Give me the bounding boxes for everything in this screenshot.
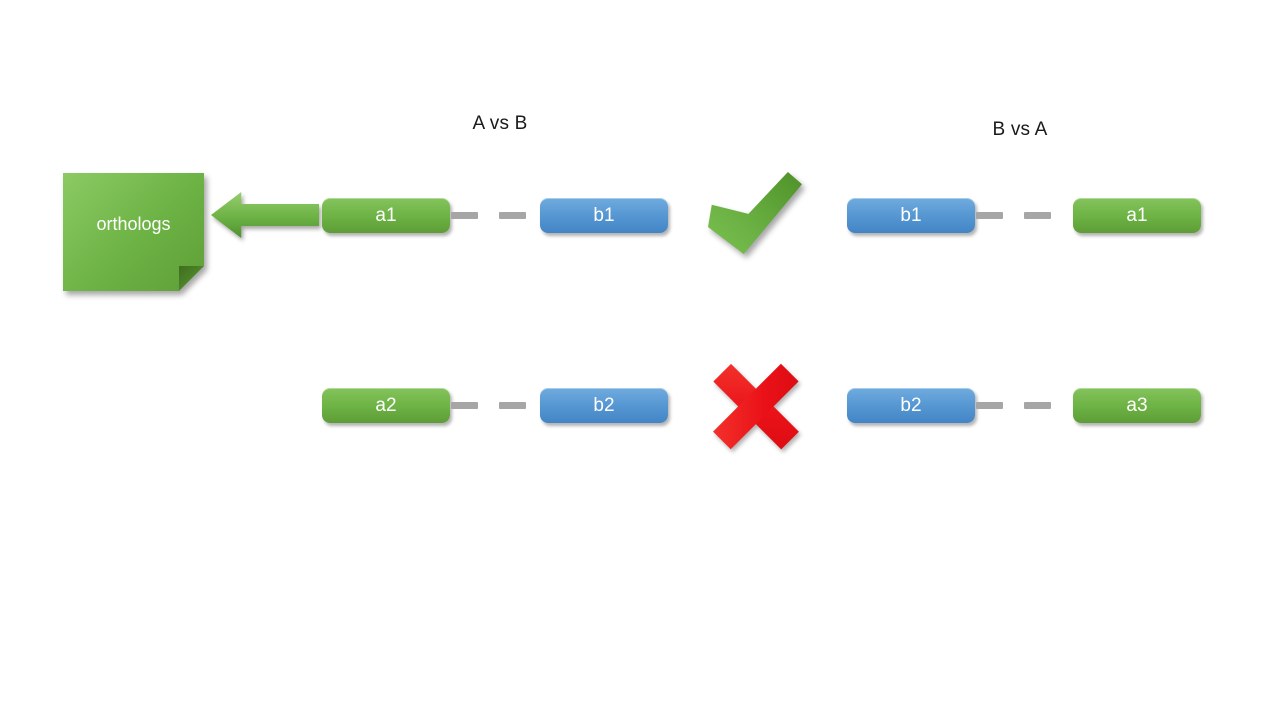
- gene-label: b2: [593, 394, 615, 416]
- note-folded-corner: [179, 266, 204, 291]
- gene-label: a1: [1126, 204, 1148, 226]
- connector-dash: [499, 402, 526, 409]
- connector-dash: [1024, 212, 1051, 219]
- gene-box-a1: a1: [322, 198, 450, 233]
- connector-dash: [976, 402, 1003, 409]
- connector-dash: [499, 212, 526, 219]
- gene-label: b2: [900, 394, 922, 416]
- orthologs-note: orthologs: [63, 173, 204, 291]
- orthologs-note-shape: orthologs: [63, 173, 204, 291]
- orthologs-note-label: orthologs: [96, 213, 171, 234]
- gene-box-a2: a2: [322, 388, 450, 423]
- gene-label: a1: [375, 204, 397, 226]
- gene-box-b1: b1: [540, 198, 668, 233]
- connector-dash: [451, 212, 478, 219]
- gene-box-b1-reciprocal: b1: [847, 198, 975, 233]
- gene-label: b1: [900, 204, 922, 226]
- left-arrow-icon: [211, 192, 319, 238]
- gene-label: b1: [593, 204, 615, 226]
- gene-box-b2: b2: [540, 388, 668, 423]
- comparison-title-b-vs-a: B vs A: [992, 119, 1048, 140]
- comparison-title-a-vs-b: A vs B: [472, 113, 528, 134]
- gene-box-a1-reciprocal: a1: [1073, 198, 1201, 233]
- gene-box-a3: a3: [1073, 388, 1201, 423]
- connector-dash: [1024, 402, 1051, 409]
- cross-icon: [713, 364, 799, 450]
- gene-box-b2-reciprocal: b2: [847, 388, 975, 423]
- check-icon: [708, 172, 802, 254]
- gene-label: a2: [375, 394, 397, 416]
- gene-label: a3: [1126, 394, 1148, 416]
- connector-dash: [451, 402, 478, 409]
- connector-dash: [976, 212, 1003, 219]
